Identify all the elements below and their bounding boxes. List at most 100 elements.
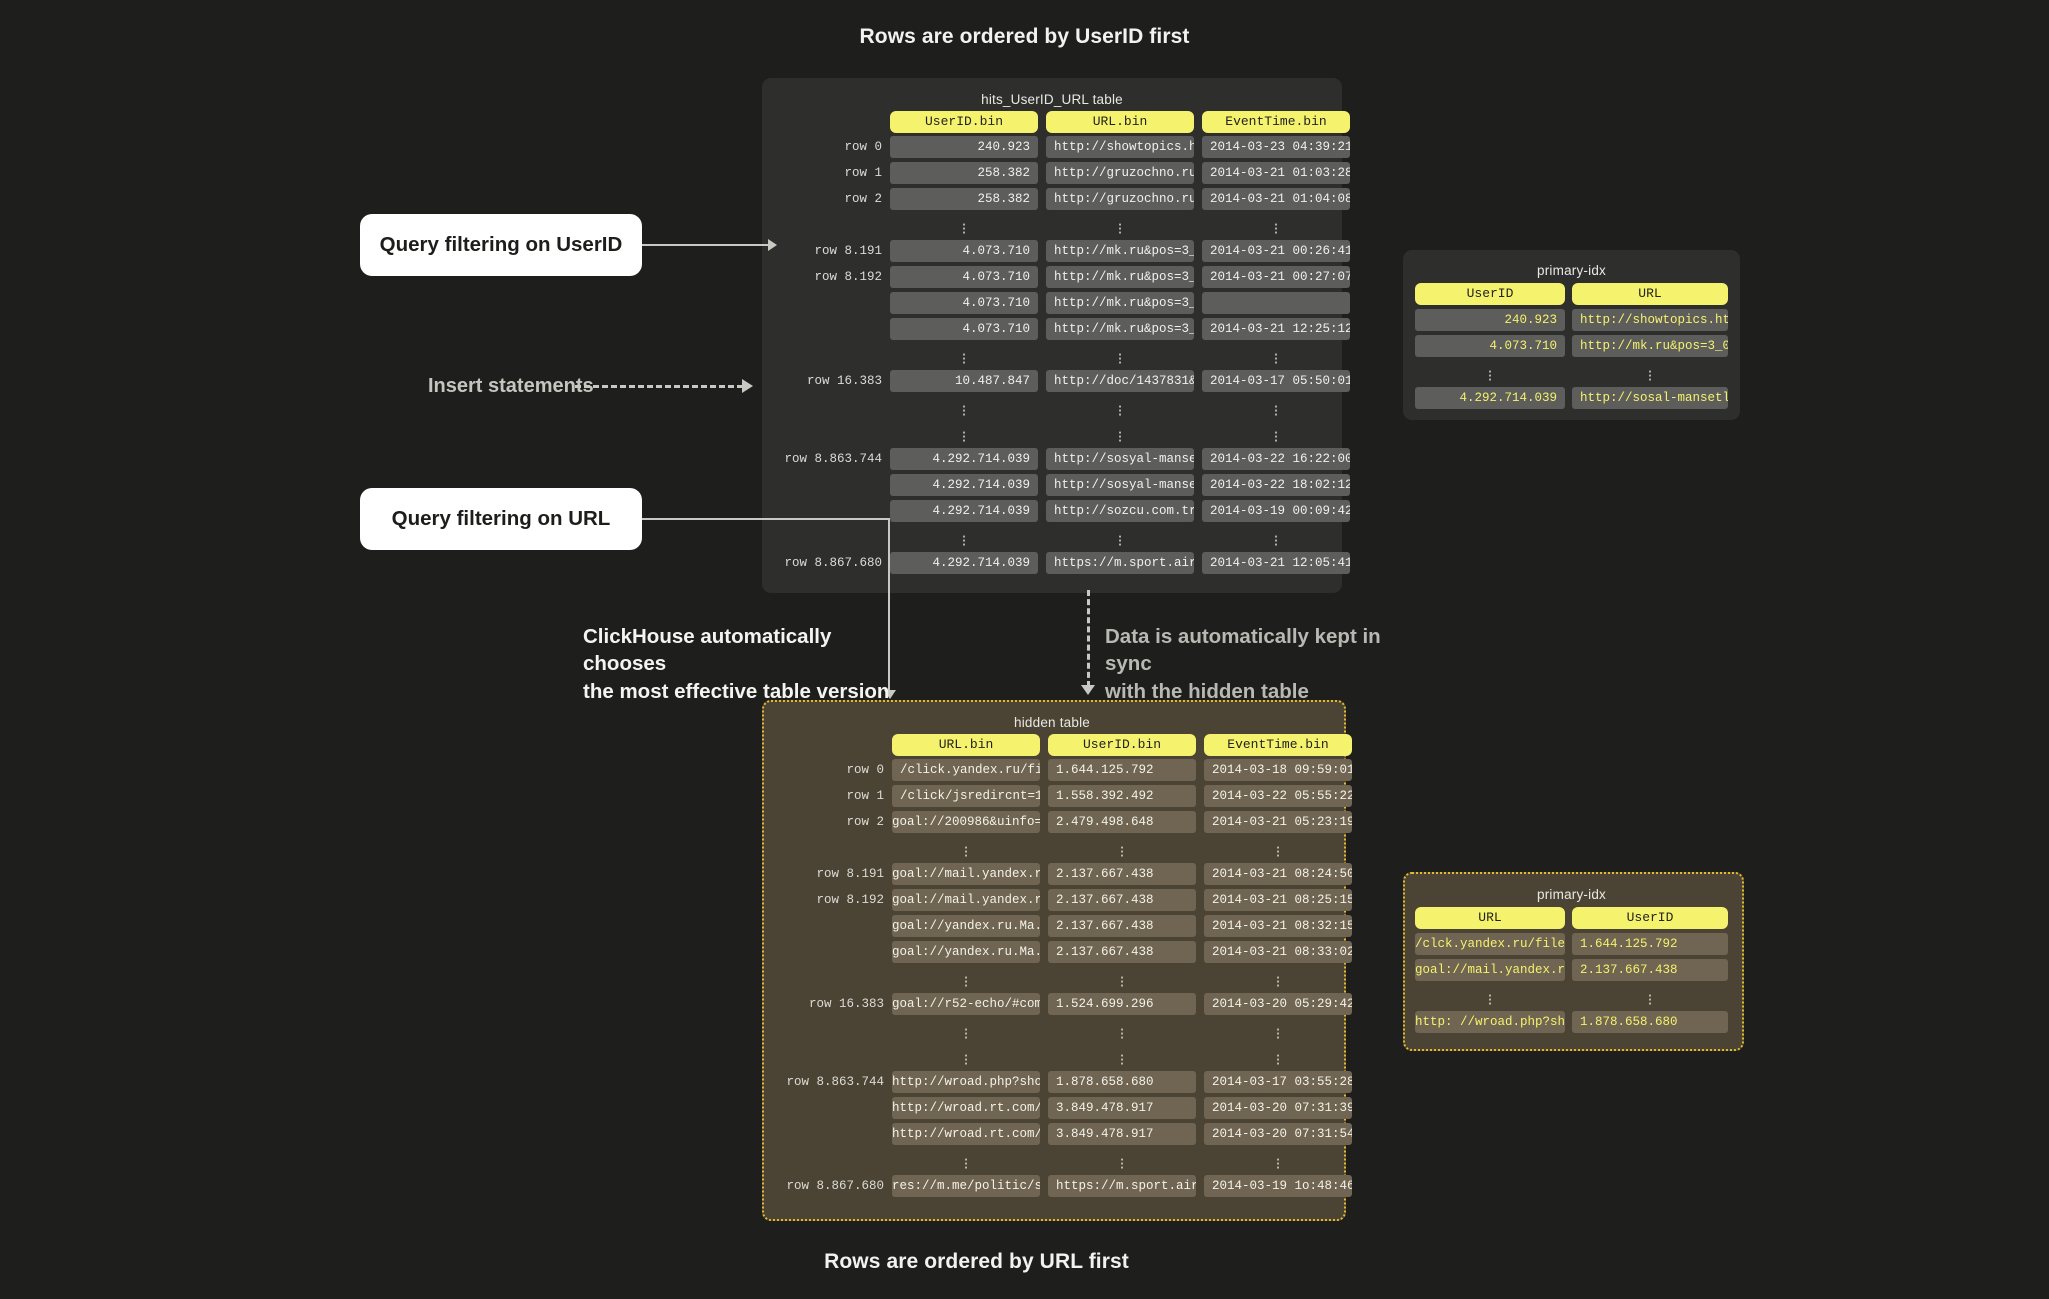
table-cell: 3.849.478.917: [1048, 1123, 1196, 1145]
ellipsis-col-2: ···: [1118, 1022, 1126, 1045]
connector-userid-arrowhead: [768, 239, 777, 251]
column-header-2: UserID.bin: [1048, 734, 1196, 756]
index-cell: 1.644.125.792: [1572, 933, 1728, 955]
ellipsis-col-2: ···: [1116, 529, 1124, 552]
table-cell: 2.137.667.438: [1048, 889, 1196, 911]
ellipsis-col-1: ···: [960, 399, 968, 422]
table-cell: /click.yandex.ru/file.co ...: [892, 759, 1040, 781]
table-cell: 2014-03-21 08:24:50: [1204, 863, 1352, 885]
row-label: row 0: [844, 140, 882, 154]
table-cell: 2014-03-21 01:03:28: [1202, 162, 1350, 184]
row-label: row 1: [844, 166, 882, 180]
ellipsis-col-1: ···: [960, 529, 968, 552]
row-label: row 8.191: [816, 867, 884, 881]
callout-url-label: Query filtering on URL: [391, 507, 611, 530]
index-column-header-2: URL: [1572, 283, 1728, 305]
connector-url-line-h: [642, 518, 890, 520]
table-cell: http://mk.ru&pos=3_0: [1046, 266, 1194, 288]
index-cell: 4.073.710: [1415, 335, 1565, 357]
table-cell: http://sosyal-mansetleri...: [1046, 448, 1194, 470]
table-cell: http://showtopics.html%3...: [1046, 136, 1194, 158]
table-cell: http://sosyal-mansetleri...: [1046, 474, 1194, 496]
ellipsis-col-2: ···: [1116, 347, 1124, 370]
ellipsis-col-3: ···: [1274, 840, 1282, 863]
index-cell: 2.137.667.438: [1572, 959, 1728, 981]
ellipsis-col-1: ···: [962, 1152, 970, 1175]
ellipsis-col-1: ···: [960, 347, 968, 370]
row-label: row 8.191: [814, 244, 882, 258]
table-cell: 4.073.710: [890, 266, 1038, 288]
table-cell: 2014-03-21 08:33:02: [1204, 941, 1352, 963]
table-cell: 10.487.847: [890, 370, 1038, 392]
row-label: row 8.863.744: [784, 452, 882, 466]
table-cell: 4.073.710: [890, 318, 1038, 340]
ellipsis-col-2: ···: [1118, 840, 1126, 863]
table-cell: http://sozcu.com.tr/oaut: [1046, 500, 1194, 522]
note-sync-line1: Data is automatically kept in sync: [1105, 625, 1381, 676]
table-cell: 2014-03-22 16:22:00: [1202, 448, 1350, 470]
index-cell: 240.923: [1415, 309, 1565, 331]
table-cell: 2014-03-21 00:27:07: [1202, 266, 1350, 288]
table-cell: goal://mail.yandex.ru/Ma...: [892, 889, 1040, 911]
table-cell: http://wroad.rt.com/tr/...: [892, 1123, 1040, 1145]
index-column-header-2: UserID: [1572, 907, 1728, 929]
column-header-3: EventTime.bin: [1202, 111, 1350, 133]
row-label: row 0: [846, 763, 884, 777]
hits-table-title: hits_UserID_URL table: [981, 92, 1123, 107]
ellipsis-col-1: ···: [960, 217, 968, 240]
ellipsis-col-2: ···: [1116, 399, 1124, 422]
insert-statements-dashed-line: [575, 385, 743, 388]
index-cell: http://showtopics.html%3...: [1572, 309, 1728, 331]
callout-query-filtering-url[interactable]: Query filtering on URL: [360, 488, 642, 550]
column-header-3: EventTime.bin: [1204, 734, 1352, 756]
row-label: row 16.383: [806, 374, 882, 388]
row-label: row 8.192: [814, 270, 882, 284]
note-sync-line2: with the hidden table: [1105, 679, 1309, 703]
ellipsis-col-3: ···: [1274, 1152, 1282, 1175]
table-cell: goal://yandex.ru.Ma...: [892, 915, 1040, 937]
table-cell: 2014-03-19 00:09:42: [1202, 500, 1350, 522]
table-cell: http://mk.ru&pos=3_0: [1046, 240, 1194, 262]
table-cell: http://mk.ru&pos=3_0: [1046, 318, 1194, 340]
ellipsis-col-3: ···: [1274, 970, 1282, 993]
insert-statements-arrowhead: [742, 379, 753, 393]
table-cell-empty: [1202, 292, 1350, 314]
ellipsis-col-1: ···: [962, 970, 970, 993]
table-cell: 258.382: [890, 188, 1038, 210]
index-ellipsis-col-2: ···: [1646, 364, 1654, 387]
table-cell: http://mk.ru&pos=3_0: [1046, 292, 1194, 314]
table-cell: 4.292.714.039: [890, 448, 1038, 470]
table-cell: http://gruzochno.ru/ekat...: [1046, 188, 1194, 210]
table-cell: 2014-03-21 08:25:15: [1204, 889, 1352, 911]
ellipsis-col-1: ···: [960, 425, 968, 448]
ellipsis-col-1: ···: [962, 1022, 970, 1045]
page-title-bottom: Rows are ordered by URL first: [0, 1250, 2049, 1274]
ellipsis-col-2: ···: [1116, 217, 1124, 240]
note-chooses-line2: the most effective table version: [583, 679, 890, 703]
table-cell: 1.644.125.792: [1048, 759, 1196, 781]
index-column-header-1: URL: [1415, 907, 1565, 929]
table-cell: 2014-03-20 05:29:42: [1204, 993, 1352, 1015]
callout-query-filtering-userid[interactable]: Query filtering on UserID: [360, 214, 642, 276]
ellipsis-col-3: ···: [1272, 425, 1280, 448]
hidden-primary-index-title: primary-idx: [1537, 887, 1606, 902]
column-header-1: URL.bin: [892, 734, 1040, 756]
table-cell: 2.137.667.438: [1048, 941, 1196, 963]
ellipsis-col-1: ···: [962, 1048, 970, 1071]
index-cell: http://mk.ru&pos=3_0: [1572, 335, 1728, 357]
table-cell: 2014-03-21 12:25:12: [1202, 318, 1350, 340]
connector-userid-line: [642, 244, 768, 246]
table-cell: goal://r52-echo/#compose...: [892, 993, 1040, 1015]
index-column-header-1: UserID: [1415, 283, 1565, 305]
index-cell: goal://mail.yandex.ru/Ma...: [1415, 959, 1565, 981]
table-cell: 2.137.667.438: [1048, 915, 1196, 937]
row-label: row 8.867.680: [784, 556, 882, 570]
ellipsis-col-2: ···: [1118, 1048, 1126, 1071]
table-cell: http://wroad.rt.com/tr/...: [892, 1097, 1040, 1119]
table-cell: 4.073.710: [890, 292, 1038, 314]
table-cell: 240.923: [890, 136, 1038, 158]
ellipsis-col-2: ···: [1118, 970, 1126, 993]
ellipsis-col-3: ···: [1272, 399, 1280, 422]
table-cell: 1.524.699.296: [1048, 993, 1196, 1015]
